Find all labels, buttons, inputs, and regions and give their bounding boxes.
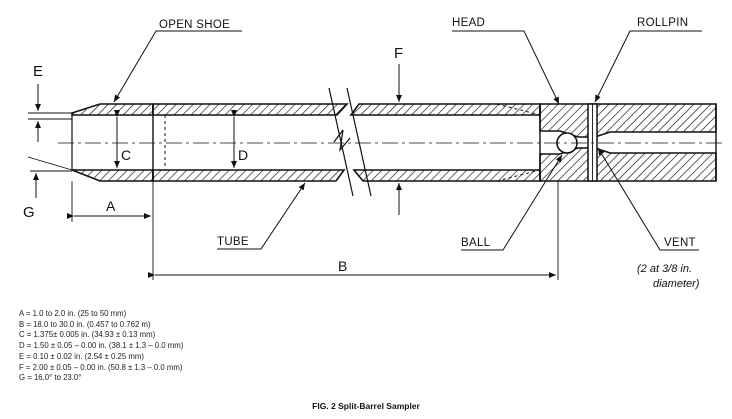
label-head: HEAD [452,17,485,29]
dimension-a: A [67,181,154,222]
dimension-legend: A = 1.0 to 2.0 in. (25 to 50 mm) B = 18.… [19,309,183,384]
tube-left [152,103,349,182]
rollpin [587,103,598,182]
legend-item-b: B = 18.0 to 30.0 in. (0.457 to 0.762 m) [19,319,151,329]
legend-item-g: G = 16.0° to 23.0° [19,373,82,383]
figure-caption: FIG. 2 Split-Barrel Sampler [312,401,420,411]
label-f: F [394,45,403,62]
tube-right [349,103,541,182]
legend-item-e: E = 0.10 ± 0.02 in. (2.54 ± 0.25 mm) [19,351,144,361]
angle-g: G [23,156,73,221]
callout-ball: BALL [461,154,563,251]
callout-rollpin: ROLLPIN [594,17,702,103]
dimension-c: C [114,110,131,168]
dimension-b: B [148,181,559,280]
label-e: E [33,63,43,80]
label-a: A [106,198,116,214]
callout-open-shoe: OPEN SHOE [113,19,242,103]
label-tube: TUBE [217,236,249,248]
legend-item-a: A = 1.0 to 2.0 in. (25 to 50 mm) [19,309,127,318]
label-ball: BALL [461,237,491,249]
dimension-d: D [231,110,248,168]
label-c: C [121,147,131,163]
label-b: B [338,258,347,274]
vent-note-line2: diameter) [653,278,700,290]
label-vent: VENT [664,237,696,249]
callout-head: HEAD [452,17,560,105]
label-rollpin: ROLLPIN [637,17,688,29]
callout-tube: TUBE [217,182,306,250]
vent-note-line1: (2 at 3/8 in. [637,263,692,275]
legend-item-d: D = 1.50 ± 0.05 – 0.00 in. (38.1 ± 1.3 –… [19,341,184,351]
legend-item-c: C = 1.375± 0.005 in. (34.93 ± 0.13 mm) [19,330,156,340]
head [539,103,717,182]
label-g: G [23,204,35,221]
label-d: D [238,147,248,163]
legend-item-f: F = 2.00 ± 0.05 – 0.00 in. (50.8 ± 1.3 –… [19,362,183,372]
dimension-f: F [394,45,403,215]
open-shoe [71,103,154,182]
dimension-e: E [28,63,72,142]
callout-vent: VENT (2 at 3/8 in. diameter) [597,147,700,290]
label-open-shoe: OPEN SHOE [159,19,230,31]
